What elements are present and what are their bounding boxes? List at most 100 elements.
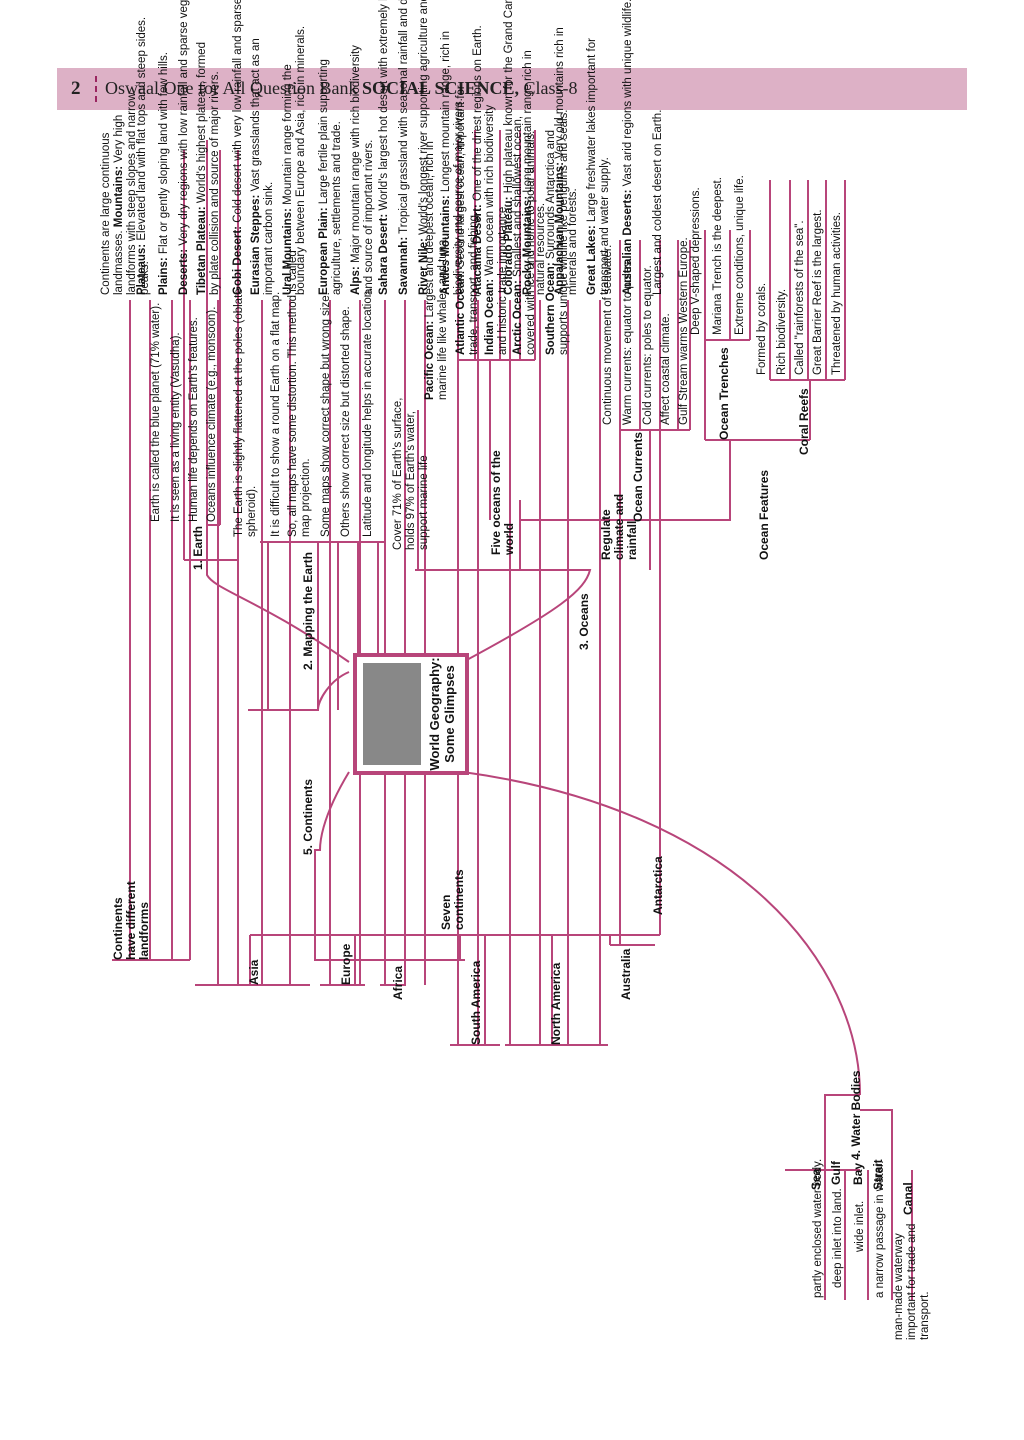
- namerica-item-name: Appalachian Mountains:: [554, 162, 566, 295]
- asia-item-desc: Cold desert with very low rainfall and s…: [232, 0, 244, 226]
- africa-label: Africa: [391, 965, 405, 1000]
- page-number: 2: [71, 78, 81, 99]
- europe-item: European Plain: Large fertile plain supp…: [318, 25, 344, 295]
- header-title-class: Class-8: [519, 78, 578, 98]
- mapping-item: Some maps show correct shape but wrong s…: [320, 292, 332, 537]
- currents-item: Affect coastal climate.: [660, 313, 672, 425]
- antarctica-item: Largest and coldest desert on Earth.: [652, 109, 664, 295]
- europe-item: Alps: Major mountain range with rich bio…: [350, 25, 376, 295]
- europe-item-name: Alps:: [350, 266, 362, 295]
- earth-item: It is seen as a living entity (Vasudha).: [170, 332, 182, 522]
- mapping-item: It is difficult to show a round Earth on…: [270, 291, 282, 537]
- africa-item-desc: World's largest hot desert with extremel…: [378, 0, 390, 214]
- branch-australia: [609, 300, 655, 946]
- europe-item-desc: Major mountain range with rich biodivers…: [350, 45, 375, 295]
- asia-item: Eurasian Steppes: Vast grasslands that a…: [250, 25, 276, 295]
- africa-item-name: River Nile:: [418, 238, 430, 295]
- namerica-label: North America: [549, 962, 563, 1045]
- asia-item-name: Eurasian Steppes:: [250, 194, 262, 295]
- branch-namerica: [505, 300, 608, 1046]
- branch-asia: [195, 300, 310, 986]
- asia-item-name: Ural Mountains:: [282, 208, 294, 295]
- water-name-bay: Bay: [851, 1162, 865, 1185]
- namerica-item: Rocky Mountains: Long mountain range ric…: [522, 25, 548, 295]
- landform-item: Deserts: Very dry regions with low rainf…: [178, 0, 191, 295]
- reefs-item: Great Barrier Reef is the largest.: [812, 209, 824, 375]
- branch-oceans: [415, 569, 592, 663]
- branch-earth: [206, 140, 350, 663]
- landform-desc: Elevated land with flat tops and steep s…: [136, 16, 148, 244]
- water-item-strait: a narrow passage in water.: [874, 1160, 886, 1298]
- header-title: Oswaal One for All Question Bank SOCIAL …: [105, 78, 578, 99]
- australia-label: Australia: [619, 948, 633, 1000]
- landforms-label: Continents have different landforms: [111, 881, 151, 960]
- landform-item: Plains: Flat or gently sloping land with…: [158, 52, 171, 295]
- mapping-label: 2. Mapping the Earth: [301, 551, 315, 670]
- water-item-gulf: deep inlet into land.: [832, 1188, 844, 1288]
- reefs-item: Called "rainforests of the sea".: [794, 220, 806, 375]
- trenches-item: Deep V-shaped depressions.: [690, 187, 702, 335]
- branch-africa: [380, 300, 426, 986]
- branch-landforms: [112, 300, 191, 961]
- landform-desc: Flat or gently sloping land with few hil…: [158, 52, 170, 258]
- branch-continents: [314, 771, 465, 961]
- australia-item: Australian Deserts: Vast arid regions wi…: [622, 0, 635, 295]
- landform-name: Deserts:: [178, 248, 190, 295]
- header-divider: [95, 76, 97, 102]
- reefs-label: Coral Reefs: [797, 388, 811, 455]
- earth-item: Oceans influence climate (e.g., monsoon)…: [206, 306, 218, 522]
- trenches-item: Extreme conditions, unique life.: [734, 175, 746, 335]
- branch-reefs: [769, 180, 846, 440]
- reefs-item: Formed by corals.: [756, 282, 768, 375]
- namerica-item-name: Colorado Plateau:: [503, 196, 515, 295]
- branch-water: [462, 771, 861, 1096]
- five-oceans-label: Five oceans of the world: [489, 450, 516, 555]
- africa-item-name: Savannah:: [398, 236, 410, 295]
- currents-label: Ocean Currents: [631, 431, 645, 522]
- trenches-item: Mariana Trench is the deepest.: [712, 177, 724, 335]
- page-header: 2 Oswaal One for All Question Bank SOCIA…: [57, 68, 967, 110]
- landform-desc: Very dry regions with low rainfall and s…: [178, 0, 190, 249]
- earth-label: 1. Earth: [191, 525, 205, 570]
- asia-item-name: Gobi Desert:: [232, 225, 244, 295]
- namerica-item: Colorado Plateau: High plateau known for…: [503, 0, 516, 295]
- branch-europe: [320, 300, 365, 986]
- samerica-item-name: Atacama Desert:: [472, 204, 484, 295]
- australia-item-desc: Vast arid regions with unique wildlife.: [622, 0, 634, 190]
- landform-name: Plateaus:: [136, 243, 148, 295]
- trenches-label: Ocean Trenches: [717, 347, 731, 440]
- samerica-item: Atacama Desert: One of the driest region…: [472, 25, 485, 295]
- earth-item: Earth is called the blue planet (71% wat…: [150, 302, 162, 522]
- water-label: 4. Water Bodies: [849, 1070, 863, 1160]
- ocean-name: Pacific Ocean:: [424, 320, 436, 400]
- branch-samerica: [450, 300, 500, 1046]
- asia-label: Asia: [247, 959, 261, 985]
- water-name-gulf: Gulf: [829, 1161, 843, 1185]
- branch-oceans-items: [417, 410, 700, 570]
- earth-item: Human life depends on Earth's features.: [188, 317, 200, 522]
- landform-name: Plains:: [158, 257, 170, 295]
- samerica-item-desc: One of the driest regions on Earth.: [472, 25, 484, 205]
- branch-five-oceans: [457, 130, 536, 520]
- branch-features: [700, 230, 810, 521]
- namerica-item-desc: High plateau known for the Grand Canyon.: [503, 0, 515, 197]
- namerica-item: Appalachian Mountains: Very old mountain…: [554, 25, 580, 295]
- europe-item-name: European Plain:: [318, 207, 330, 295]
- water-item-sea: partly enclosed water body.: [812, 1158, 824, 1298]
- features-label: Ocean Features: [757, 469, 771, 560]
- oceans-cover: Cover 71% of Earth's surface, holds 97% …: [392, 397, 430, 550]
- water-name-canal: Canal: [901, 1182, 915, 1215]
- africa-item: River Nile: World's longest river suppor…: [418, 0, 431, 295]
- asia-item-name: Tibetan Plateau:: [196, 206, 208, 295]
- world-map-image: [363, 663, 421, 765]
- africa-item: Sahara Desert: World's largest hot deser…: [378, 0, 391, 295]
- australia-item-name: Australian Deserts:: [622, 189, 634, 295]
- reefs-item: Threatened by human activities.: [831, 211, 843, 375]
- water-item-bay: wide inlet.: [854, 1200, 866, 1252]
- samerica-item: Andes Mountains: Longest mountain range,…: [440, 25, 466, 295]
- asia-item: Gobi Desert: Cold desert with very low r…: [232, 0, 245, 295]
- asia-item: Tibetan Plateau: World's highest plateau…: [196, 40, 222, 295]
- water-item-canal: man-made waterway important for trade an…: [893, 1223, 931, 1340]
- header-title-prefix: Oswaal One for All Question Bank: [105, 78, 362, 98]
